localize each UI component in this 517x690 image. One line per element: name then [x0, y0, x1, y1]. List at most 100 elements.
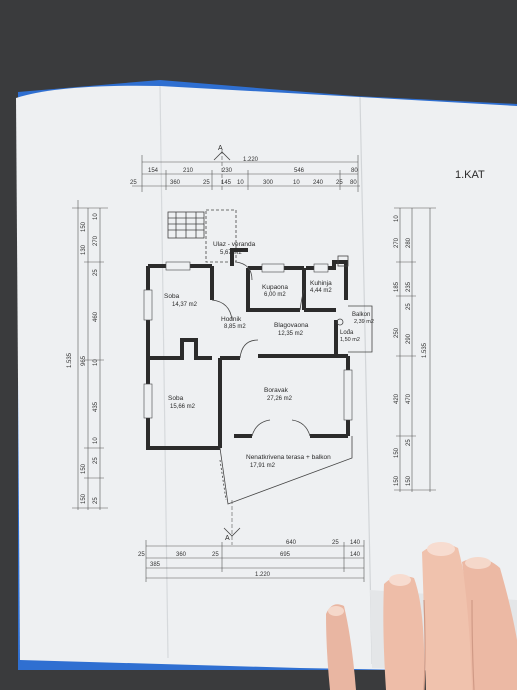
room-area: 14,37 m2: [172, 302, 198, 308]
dim-right-inner: 420: [394, 393, 400, 404]
dim-right-inner2: 290: [406, 333, 412, 344]
dim-bottom-r2: 140: [350, 552, 361, 558]
room-name: Soba: [168, 395, 184, 402]
hand-photo: [326, 542, 517, 690]
dim-right-inner: 10: [394, 215, 400, 222]
dim-top-r1: 230: [222, 168, 233, 174]
dim-bottom-r2: 360: [176, 552, 187, 558]
dim-right-inner2: 280: [406, 237, 412, 248]
room-name: Soba: [164, 293, 180, 300]
room-area: 27,26 m2: [267, 396, 293, 402]
room-name: Balkon: [352, 312, 370, 318]
dim-top-r2: 10: [293, 180, 300, 186]
section-mark-top: [213, 150, 231, 190]
room-area: 12,35 m2: [278, 331, 304, 337]
room-area: 15,66 m2: [170, 404, 196, 410]
dim-right-inner: 150: [394, 475, 400, 486]
room-name: Kuhinja: [310, 280, 332, 287]
dim-right-inner: 270: [394, 237, 400, 248]
entrance-stairs: [167, 211, 205, 239]
dim-left-inner: 435: [93, 401, 99, 412]
door-swings: [211, 261, 311, 437]
dim-left-inner: 25: [93, 269, 99, 276]
dim-left-inner2: 270: [93, 235, 99, 246]
dim-left-inner: 130: [81, 244, 87, 255]
dim-top-r2: 10: [237, 180, 244, 186]
section-mark-bottom: [223, 500, 241, 545]
dim-bottom-r2: 25: [212, 552, 219, 558]
dim-left-inner2: 10: [93, 213, 99, 220]
dim-top-r2: 25: [203, 180, 210, 186]
dim-bottom-r2: 25: [138, 552, 145, 558]
dim-top-r1: 546: [294, 168, 305, 174]
terrace-outline: [219, 436, 353, 505]
balcony-outline: [348, 305, 373, 353]
dim-left-inner: 150: [81, 493, 87, 504]
dim-right-inner2: 150: [406, 475, 412, 486]
dim-left-inner: 150: [81, 221, 87, 232]
dimension-left: [72, 200, 108, 510]
room-area: 17,91 m2: [250, 463, 276, 469]
room-name: Lođa: [340, 330, 354, 336]
room-name: Kupaona: [262, 284, 288, 291]
dim-left-outer: 1.535: [67, 352, 73, 368]
room-name: Blagovaona: [274, 322, 309, 329]
dim-left-inner: 10: [93, 359, 99, 366]
dimension-bottom: [145, 540, 365, 582]
room-area: 5,67 m2: [220, 250, 242, 256]
dim-bottom-r2: 695: [280, 552, 291, 558]
paper-sheet: [16, 85, 517, 672]
dim-top-r1: 210: [183, 168, 194, 174]
dim-right-inner2: 25: [406, 439, 412, 446]
dim-left-inner: 150: [81, 463, 87, 474]
room-area: 8,85 m2: [224, 324, 246, 330]
room-area: 2,39 m2: [354, 319, 374, 325]
paper-fold: [159, 85, 169, 659]
room-labels: Ulaz - veranda 5,67 m2 Soba 14,37 m2 Kup…: [164, 241, 374, 469]
balcony-drain-icon: [336, 318, 344, 326]
dim-right-outer: 1.535: [422, 342, 428, 358]
room-name: Nenatkrivena terasa + balkon: [246, 454, 331, 461]
dim-bottom-r1: 25: [332, 540, 339, 546]
room-name: Boravak: [264, 387, 289, 394]
dim-top-r2: 80: [350, 180, 357, 186]
dim-right-inner: 250: [394, 327, 400, 338]
dim-bottom-r1: 640: [286, 540, 297, 546]
dim-top-r2: 360: [170, 180, 181, 186]
dim-left-mid: 965: [81, 355, 87, 366]
dim-left-inner: 460: [93, 311, 99, 322]
dimension-top: [132, 155, 360, 192]
dim-left-inner2: 10: [93, 437, 99, 444]
section-mark-label: A: [218, 145, 223, 152]
dim-left-inner2: 25: [93, 457, 99, 464]
dim-right-inner2: 470: [406, 393, 412, 404]
section-mark-label: A: [225, 535, 230, 542]
dim-bottom-r3: 385: [150, 562, 161, 568]
chimney-icon: [337, 255, 349, 267]
dim-top-r2: 145: [221, 180, 232, 186]
paper-fold: [359, 96, 373, 665]
dim-bottom-total: 1.220: [255, 572, 271, 578]
dim-left-inner2: 25: [93, 497, 99, 504]
room-name: Ulaz - veranda: [213, 241, 256, 248]
dim-top-r1: 80: [351, 168, 358, 174]
dim-right-inner2: 25: [406, 303, 412, 310]
dim-top-total: 1.220: [243, 157, 259, 163]
room-name: Hodnik: [221, 316, 242, 323]
dim-right-inner: 185: [394, 281, 400, 292]
window-marks: [143, 261, 353, 421]
dim-right-inner2: 235: [406, 281, 412, 292]
room-area: 4,44 m2: [310, 288, 332, 294]
room-area: 1,50 m2: [340, 337, 360, 343]
room-area: 6,00 m2: [264, 292, 286, 298]
dim-right-inner: 150: [394, 447, 400, 458]
dim-bottom-r1: 140: [350, 540, 361, 546]
dim-top-r2: 25: [336, 180, 343, 186]
dim-top-r2: 240: [313, 180, 324, 186]
dim-top-r2: 25: [130, 180, 137, 186]
sheet-title: 1.KAT: [455, 169, 485, 181]
dim-top-r2: 300: [263, 180, 274, 186]
dim-top-r1: 154: [148, 168, 159, 174]
dimension-right: [394, 207, 436, 492]
